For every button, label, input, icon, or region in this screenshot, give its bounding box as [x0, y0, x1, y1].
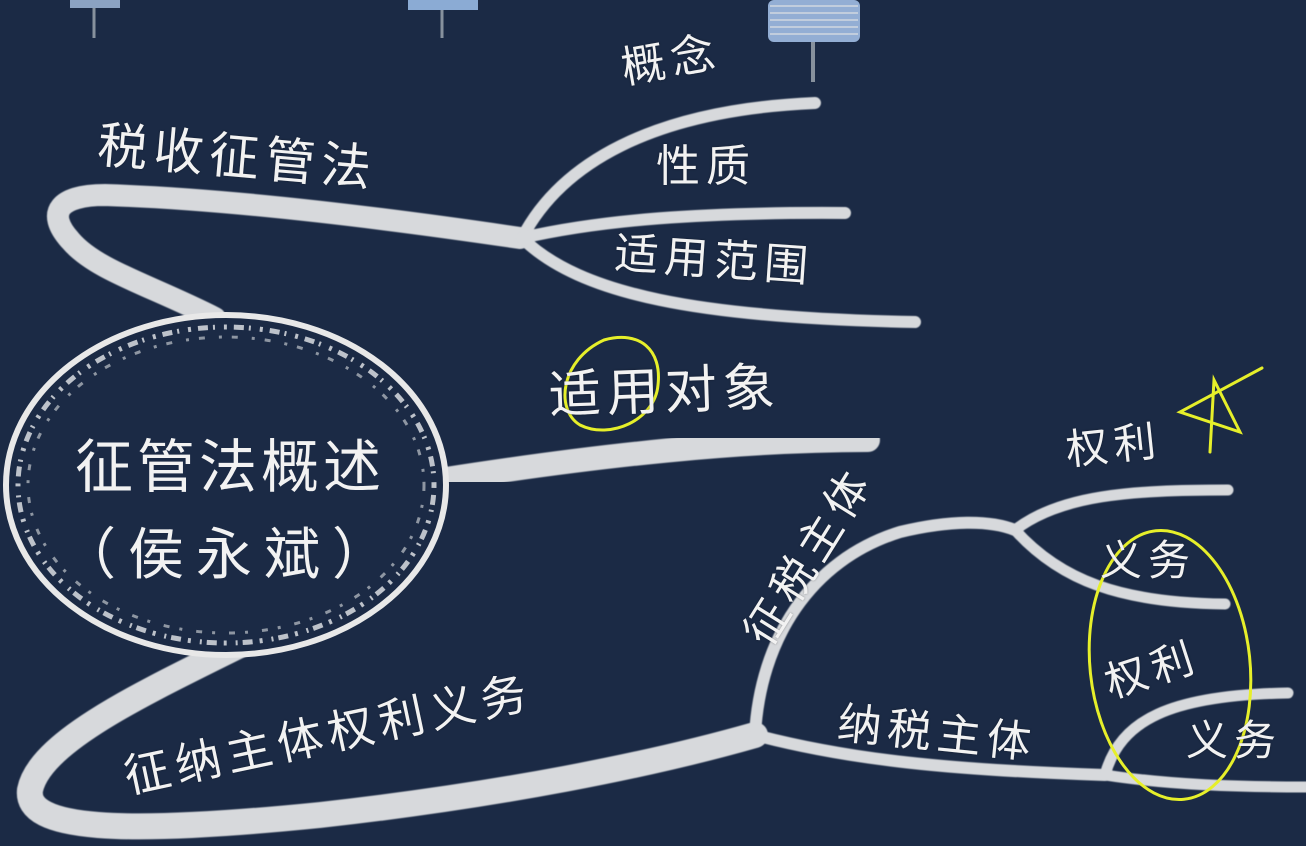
branch-tax-law: [47, 97, 921, 329]
center-node-oval: [3, 312, 449, 658]
branch-rights-obligations: [16, 484, 1306, 840]
highlight-annotations: [563, 335, 1264, 802]
branch-label-applicable-objects: 适用对象: [547, 357, 782, 426]
leaf-label-collector-obligations: 义务: [1100, 536, 1197, 585]
leaf-label-taxpayer-obligations: 义务: [1186, 716, 1283, 765]
branch-applicable-objects: [428, 428, 880, 492]
leaf-label-nature: 性质: [656, 141, 756, 192]
circle-mark-icon: [563, 335, 660, 432]
oval-mark-icon: [1087, 528, 1253, 802]
lantern-decoration-icon: [70, 0, 860, 82]
center-node-title: 征管法概述: [74, 433, 385, 501]
star-mark-icon: [1176, 366, 1264, 454]
center-node-subtitle: （侯永斌）: [60, 523, 400, 588]
leaf-label-collector-rights: 权利: [1063, 415, 1165, 475]
